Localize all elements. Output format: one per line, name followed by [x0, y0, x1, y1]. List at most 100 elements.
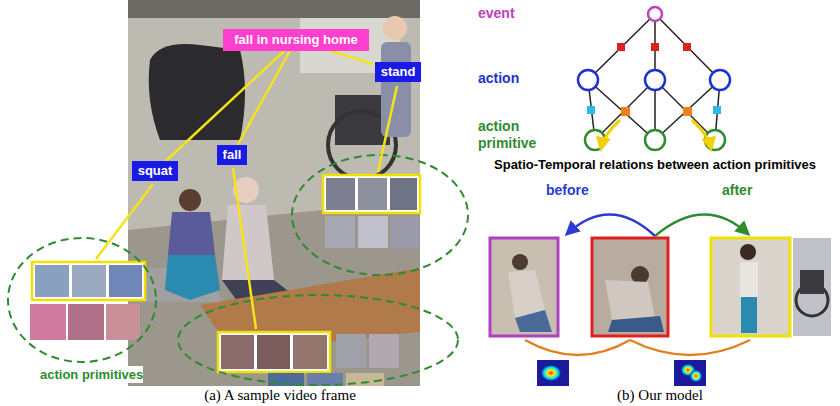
leader-line [96, 86, 397, 329]
section-heading: Spatio-Temporal relations between action… [483, 156, 828, 173]
primitive-group-outline [8, 155, 468, 385]
thumbnails-part [293, 335, 327, 369]
model-tree-part [683, 43, 691, 51]
thumbnails-part [390, 178, 417, 210]
thumbnails-part [218, 332, 330, 372]
thumbnails-part [391, 216, 419, 248]
relation-frames [490, 214, 831, 386]
thumbnails-part [326, 178, 355, 210]
model-tree-part [578, 70, 598, 90]
relation-frames-part [592, 238, 668, 336]
caption: (a) A sample video frame [204, 387, 356, 404]
relation-frames-part [793, 238, 831, 336]
thumbnails-part [358, 178, 387, 210]
node-label: fall in nursing home [234, 32, 358, 48]
model-tree-part [692, 120, 711, 149]
relation-frames-part [740, 262, 758, 297]
leader-line-part [378, 86, 397, 172]
caption: (b) Our model [617, 387, 703, 404]
relation-frames-part [508, 270, 545, 318]
video-frame-part [165, 255, 220, 300]
leader-line-part [233, 168, 256, 329]
relation-frames-part [490, 238, 558, 336]
relation-label: after [722, 182, 752, 199]
relation-frames-part [631, 266, 649, 284]
model-tree-part [587, 106, 595, 114]
relation-frames-part [690, 370, 702, 382]
thumbnails [30, 175, 420, 386]
model-tree-part [648, 7, 662, 21]
primitive-group-outline-part [292, 155, 468, 275]
thumbnails-part [257, 335, 290, 369]
thumbnails-part [68, 304, 104, 340]
model-tree-part-part [655, 14, 720, 80]
relation-frames-part [674, 360, 706, 386]
model-tree-part [617, 43, 625, 51]
model-tree-part [713, 106, 721, 114]
model-tree-part [645, 70, 665, 90]
thumbnails-part [72, 265, 106, 297]
thumbnails-part [323, 175, 420, 213]
video-frame-part [179, 189, 201, 211]
action-box: fall [217, 145, 248, 165]
action-box: squat [132, 161, 179, 181]
thumbnails-part [35, 265, 69, 297]
relation-frames-part [800, 270, 824, 294]
model-tree-part [621, 107, 630, 116]
model-tree-part [601, 120, 620, 149]
primitive-group-outline-part [178, 295, 458, 385]
relation-label: before [546, 182, 589, 199]
video-frame-part [128, 0, 420, 386]
model-tree-part [588, 14, 720, 140]
relation-frames-part [515, 310, 552, 332]
node-label: squat [138, 163, 173, 179]
video-frame-part [168, 212, 215, 255]
video-frame-part [149, 44, 245, 140]
thumbnails-part [221, 335, 254, 369]
relation-frames-part [608, 316, 664, 332]
model-tree-part [683, 107, 692, 116]
relation-frames-part [567, 214, 655, 236]
model-tree [578, 7, 730, 150]
thumbnails-part [358, 216, 388, 248]
model-tree-part [651, 43, 659, 51]
level-label: action [478, 70, 519, 87]
model-tree-part [710, 70, 730, 90]
relation-frames-part [512, 254, 528, 270]
relation-frames-part [711, 238, 790, 336]
model-tree-part-part [595, 80, 655, 140]
video-frame [128, 0, 420, 386]
relation-frames-part [741, 297, 757, 333]
thumbnails-part [336, 334, 366, 368]
relation-frames-part [537, 360, 569, 386]
thumbnails-part [109, 265, 142, 297]
thumbnails-part [32, 262, 145, 300]
thumbnails-part [106, 304, 140, 340]
event-box: fall in nursing home [223, 29, 369, 51]
node-label: stand [381, 64, 416, 80]
relation-frames-part [740, 244, 756, 260]
relation-frames-part [541, 365, 561, 381]
thumbnails-part [325, 216, 355, 248]
relation-frames-part [655, 214, 748, 236]
connector [238, 51, 290, 145]
thumbnails-part [30, 304, 66, 340]
relation-frames-part [605, 280, 655, 320]
primitive-group-outline-part [8, 238, 156, 362]
relation-frames-part [525, 340, 630, 355]
video-frame-part [128, 200, 420, 386]
relation-frames-part [630, 340, 750, 355]
level-label: event [478, 5, 515, 22]
node-label: fall [223, 147, 242, 163]
thumbnails-part [369, 334, 399, 368]
group-label: action primitives [40, 366, 143, 383]
model-tree-part-part [588, 14, 655, 80]
video-frame-part [383, 16, 407, 40]
model-tree-part [645, 130, 665, 150]
leader-line-part [96, 184, 153, 259]
action-box: stand [375, 62, 422, 82]
